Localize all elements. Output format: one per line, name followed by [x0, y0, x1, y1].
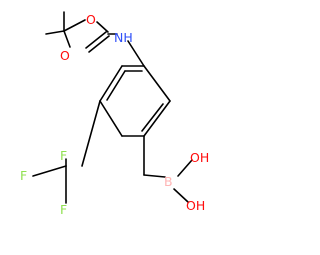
boron-label: B	[164, 174, 173, 189]
amine-label: NH	[114, 30, 133, 45]
bond-ring-1	[143, 65, 171, 102]
bond-ring-to-b-lower	[143, 174, 166, 178]
hydroxyl-2-label: OH	[186, 198, 205, 213]
bond-ring-to-cf3	[81, 100, 101, 167]
bond-tbu-to-o	[63, 19, 86, 32]
bond-carbonyl-double-b	[88, 35, 110, 53]
ester-oxygen-label: O	[86, 12, 96, 27]
atom-labels: O O NH B OH OH F F F	[20, 12, 209, 217]
bond-carbonyl-double-a	[85, 31, 107, 49]
fluorine-1-label: F	[60, 148, 67, 163]
bond-n-to-ring	[127, 40, 145, 67]
bond-o-to-carbonyl	[96, 21, 109, 33]
hydroxyl-1-label: OH	[190, 150, 209, 165]
bond-tbu-down	[63, 30, 71, 48]
fluorine-3-label: F	[60, 202, 67, 217]
fluorine-2-label: F	[20, 168, 27, 183]
bond-ring-inner-1	[141, 103, 164, 132]
bond-ring-2	[143, 100, 171, 137]
molecule-structure: O O NH B OH OH F F F	[20, 11, 209, 217]
bond-b-oh-2	[173, 188, 189, 203]
structure-canvas: O O NH B OH OH F F F	[20, 11, 209, 217]
bond-tbu-left	[45, 30, 65, 35]
bond-ring-inner-2	[106, 70, 126, 101]
bond-ring-5	[99, 65, 123, 102]
carbonyl-oxygen-label: O	[60, 48, 70, 63]
bond-ring-4	[99, 100, 123, 137]
bond-b-oh-1	[177, 159, 193, 177]
bond-lines	[32, 11, 193, 204]
bond-cf3-left	[32, 165, 67, 177]
